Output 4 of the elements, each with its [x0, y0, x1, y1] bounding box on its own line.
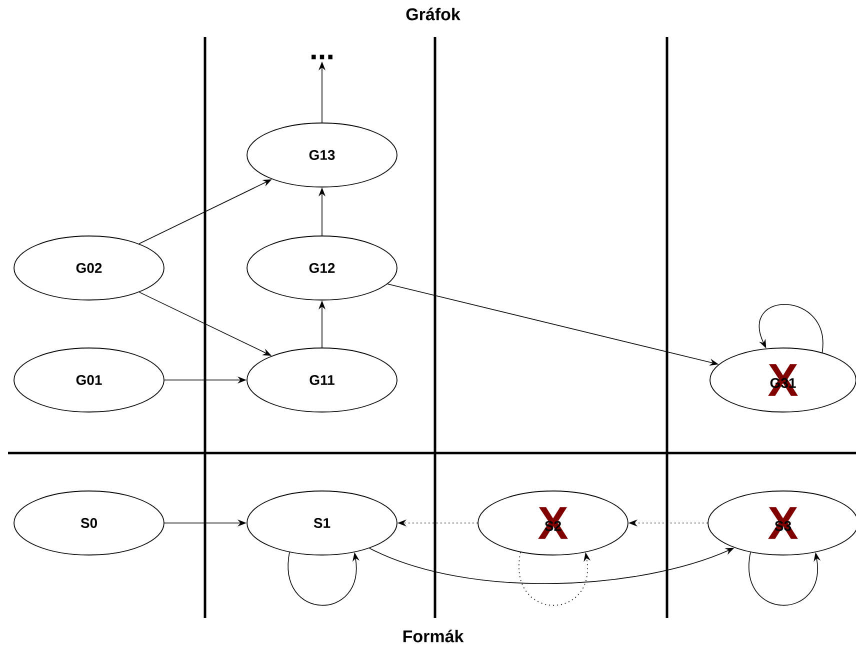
section-heading: Formák [403, 630, 464, 642]
arrow [759, 304, 824, 353]
ellipsis-text: ... [312, 54, 332, 60]
section-heading: Gráfok [406, 8, 460, 20]
